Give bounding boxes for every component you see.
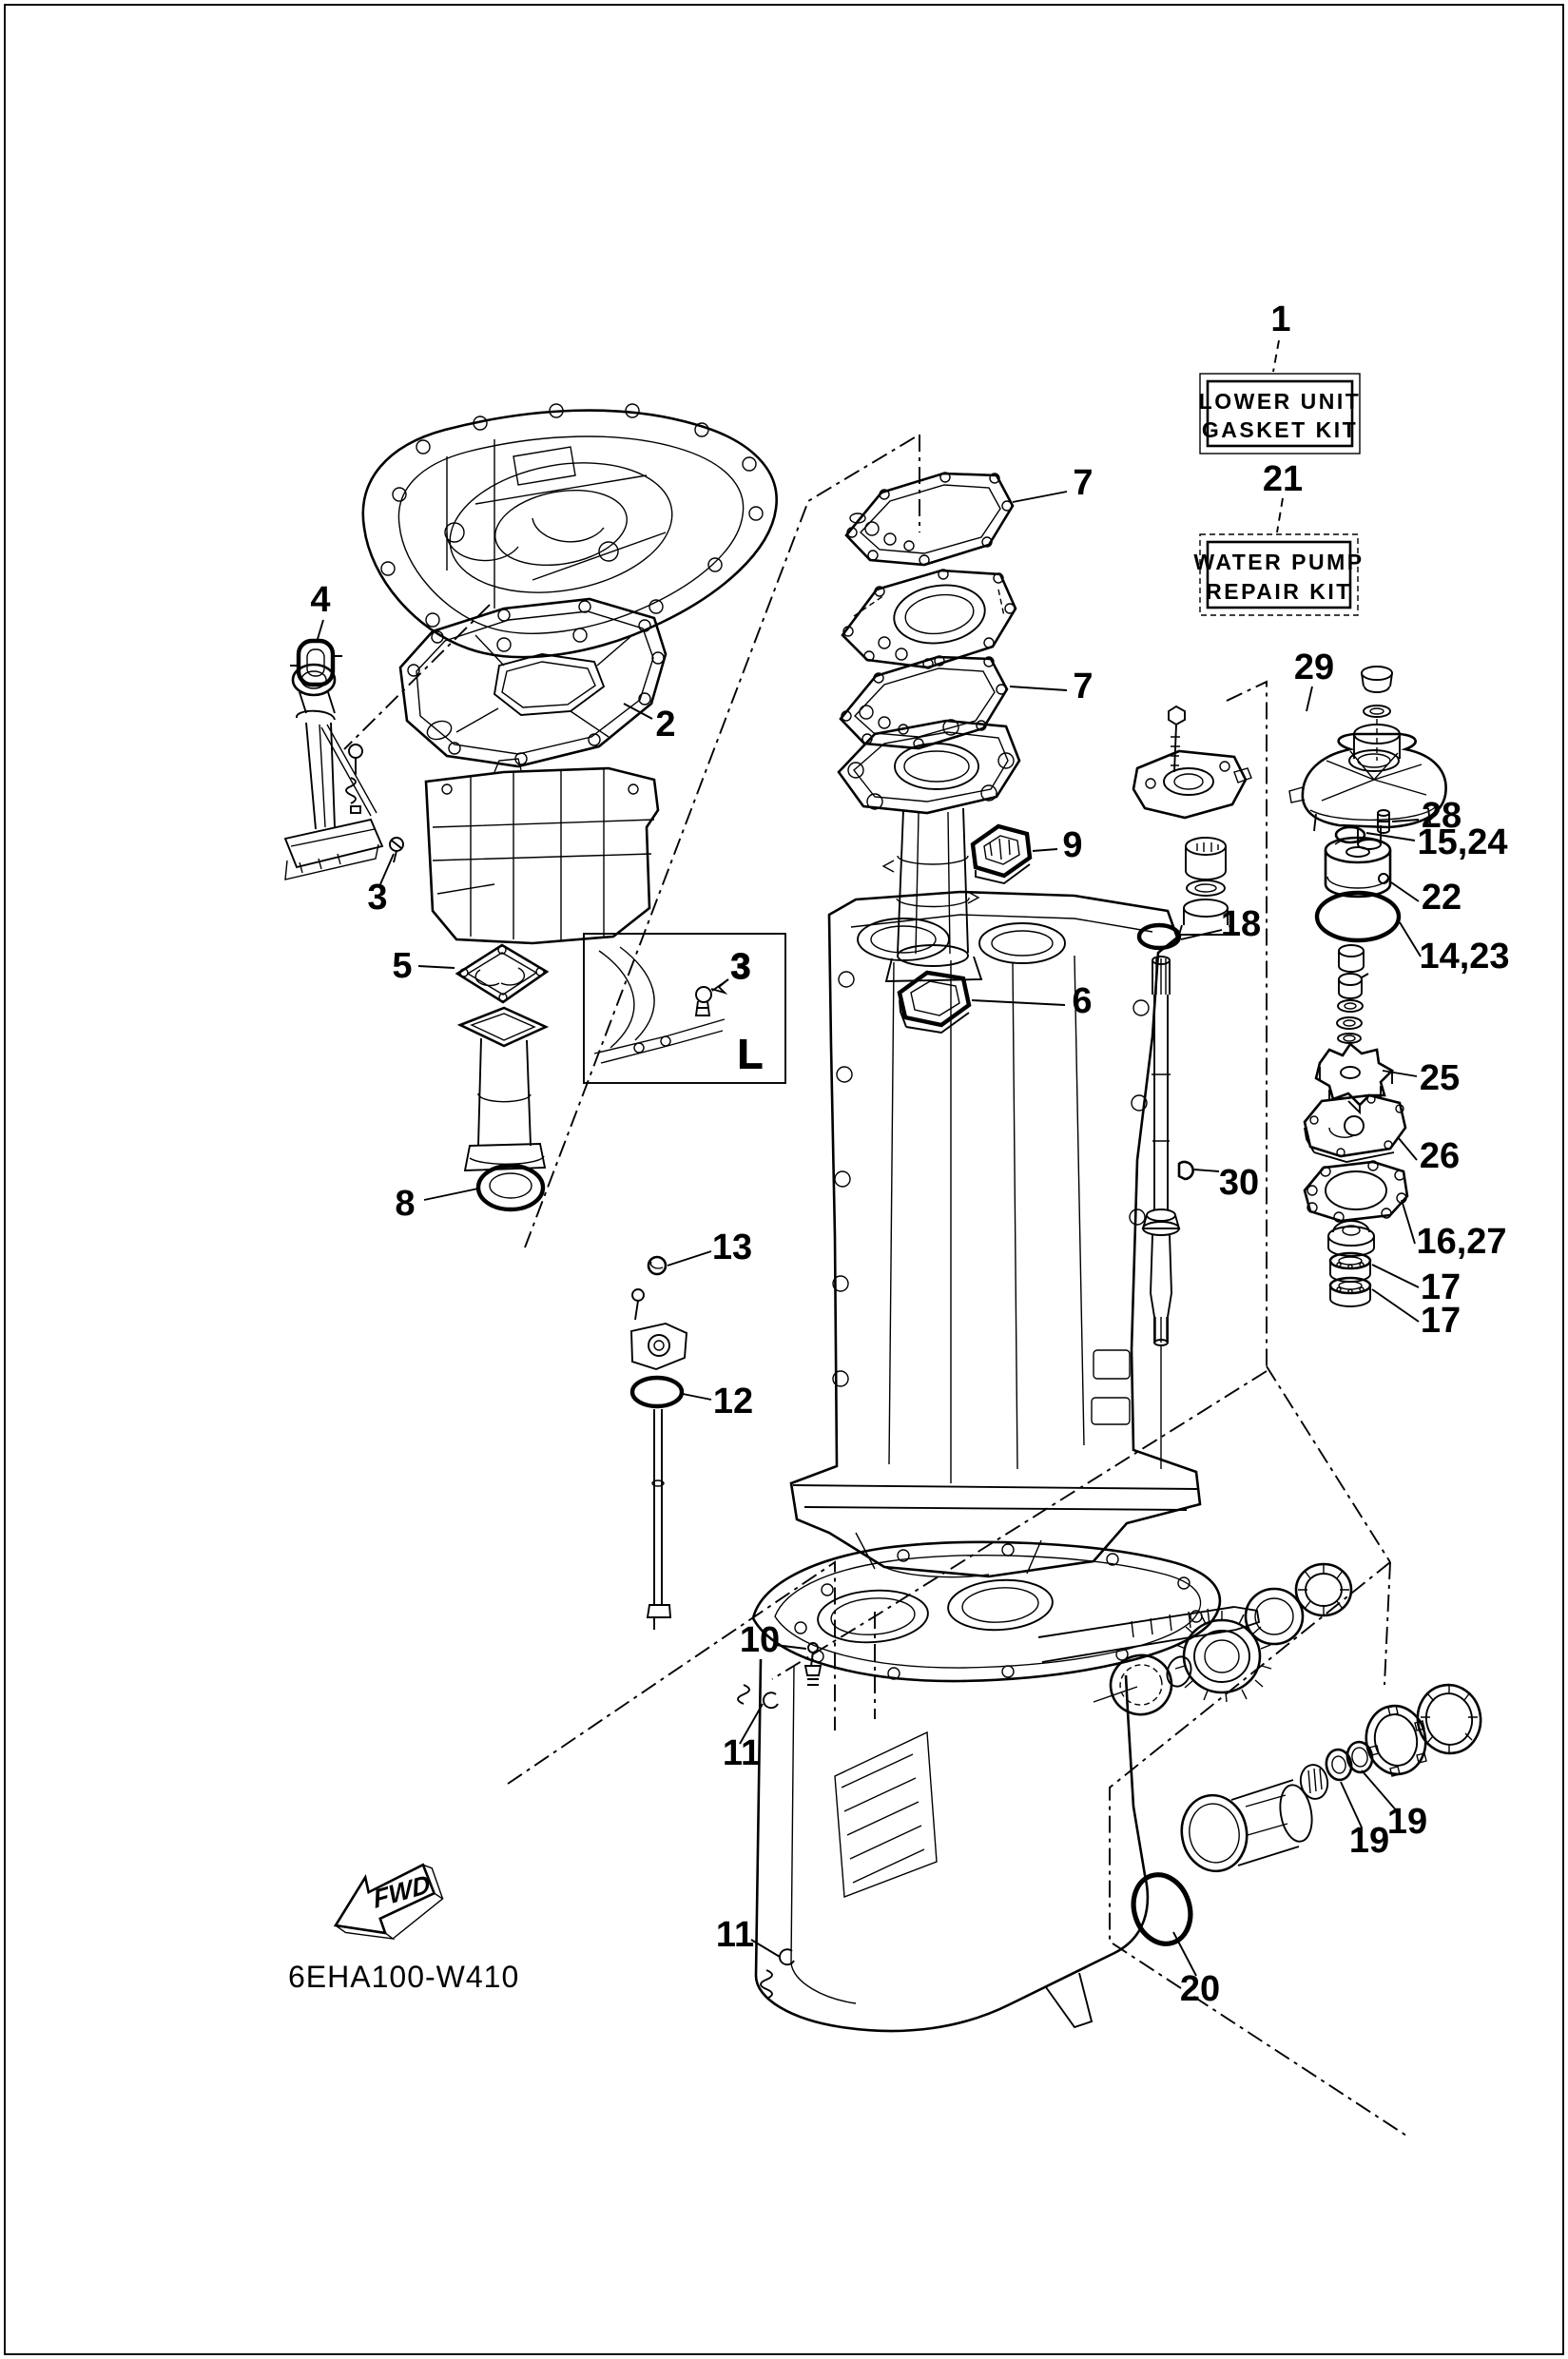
part-gasket-16-27 [1303,1160,1409,1223]
part-impeller-25 [1314,1042,1395,1115]
part-outer-plate-26 [1303,1093,1407,1163]
callout-leader-lines [317,339,1422,1977]
part-clip-11-lower [760,1948,795,2000]
callout-19-left: 19 [1349,1821,1389,1861]
part-grease-nipple-10 [803,1642,823,1686]
callout-14-23: 14,23 [1419,937,1509,976]
part-oring-12 [629,1375,685,1409]
part-upper-casing-top [361,403,778,659]
callout-10: 10 [740,1620,780,1660]
part-gasket-2 [398,597,668,768]
callout-8: 8 [395,1184,415,1224]
callout-22: 22 [1422,878,1462,918]
part-oil-seal-19-a [1325,1748,1353,1782]
part-insert-cartridge-22 [1324,836,1392,899]
part-pin-28 [1377,809,1390,834]
part-oring-14-23 [1314,890,1402,943]
callout-4: 4 [310,580,330,620]
part-gasket-7-lower [839,655,1009,750]
drawing-code: 6EHA100-W410 [288,1960,519,1994]
callout-2: 2 [655,705,675,744]
pump-kit-line1: WATER PUMP [1193,550,1364,574]
fwd-label: FWD [372,1868,432,1914]
part-water-tube [283,663,384,880]
callout-17-lower: 17 [1421,1301,1461,1341]
fwd-arrow: FWD [333,1863,444,1941]
part-clip-11-upper [737,1684,779,1710]
callout-11-lower: 11 [716,1915,754,1955]
gasket-kit-line2: GASKET KIT [1202,417,1358,442]
callout-7-lower: 7 [1073,667,1093,706]
callout-21: 21 [1263,459,1303,499]
part-gasket-7-upper [844,472,1015,567]
part-gasket-5 [455,943,550,1004]
callout-9: 9 [1062,825,1082,865]
callout-11-upper: 11 [723,1733,761,1773]
part-bearing-carrier-group [1131,1683,1482,1946]
part-impeller-column-spacers [1336,944,1369,1044]
callout-30: 30 [1219,1163,1259,1203]
callout-5: 5 [392,946,412,986]
part-upper-casing-front [424,758,660,945]
part-bolt-spring [345,744,363,814]
inset-box: 3 L [583,933,786,1084]
part-water-pump-housing [1288,666,1447,850]
callout-25: 25 [1420,1058,1460,1098]
part-oring-20 [1131,1872,1193,1946]
part-oring-18 [1136,922,1182,951]
callout-29: 29 [1294,648,1334,687]
callout-28: 28 [1422,796,1462,836]
callout-26: 26 [1420,1136,1460,1176]
callout-3-inset: 3 [730,947,750,987]
callout-20: 20 [1180,1969,1220,2009]
callout-18: 18 [1221,904,1261,944]
callout-15-24: 15,24 [1417,822,1507,862]
callout-3: 3 [367,878,387,918]
gasket-kit-line1: LOWER UNIT [1199,389,1362,414]
part-shift-rod-assembly [629,1255,687,1630]
callout-16-27: 16,27 [1416,1222,1506,1262]
page-border [4,4,1564,2355]
part-bearing-17-lower [1328,1276,1372,1307]
part-seal-6 [897,970,972,1034]
callout-1: 1 [1270,300,1290,339]
part-lower-casing [751,1540,1261,2033]
section-divider-lines [343,434,1410,2138]
part-oring-15-24 [1334,825,1366,844]
callout-12: 12 [713,1382,753,1421]
part-oil-seal-housing-column [1132,705,1252,951]
callout-numbers: 1 21 29 28 15,24 22 14,23 25 26 16,27 17… [310,300,1509,2009]
part-wear-housing [1327,1220,1375,1257]
kit-box-water-pump-repair: WATER PUMP REPAIR KIT [1193,533,1364,616]
inset-size-label: L [738,1032,764,1078]
part-woodruff-key-30 [1177,1160,1194,1181]
pump-kit-line2: REPAIR KIT [1206,579,1352,604]
callout-7-upper: 7 [1073,463,1093,503]
part-exhaust-guide [837,719,1021,982]
kit-box-lower-unit-gasket: LOWER UNIT GASKET KIT [1199,373,1362,454]
part-seal-4 [290,638,342,687]
part-exhaust-plate [841,569,1017,669]
part-seal-8 [475,1163,546,1212]
part-driveshaft-housing [789,890,1202,1578]
callout-6: 6 [1072,981,1092,1021]
callout-19-right: 19 [1387,1802,1427,1842]
part-forward-gear-group [1093,1562,1353,1716]
part-grommet-9 [970,823,1033,885]
callout-17-upper: 17 [1421,1267,1461,1307]
callout-13: 13 [712,1228,752,1267]
part-muffler-tube [456,1006,550,1171]
part-screw-3 [389,837,404,863]
part-driveshaft [1141,956,1194,1469]
